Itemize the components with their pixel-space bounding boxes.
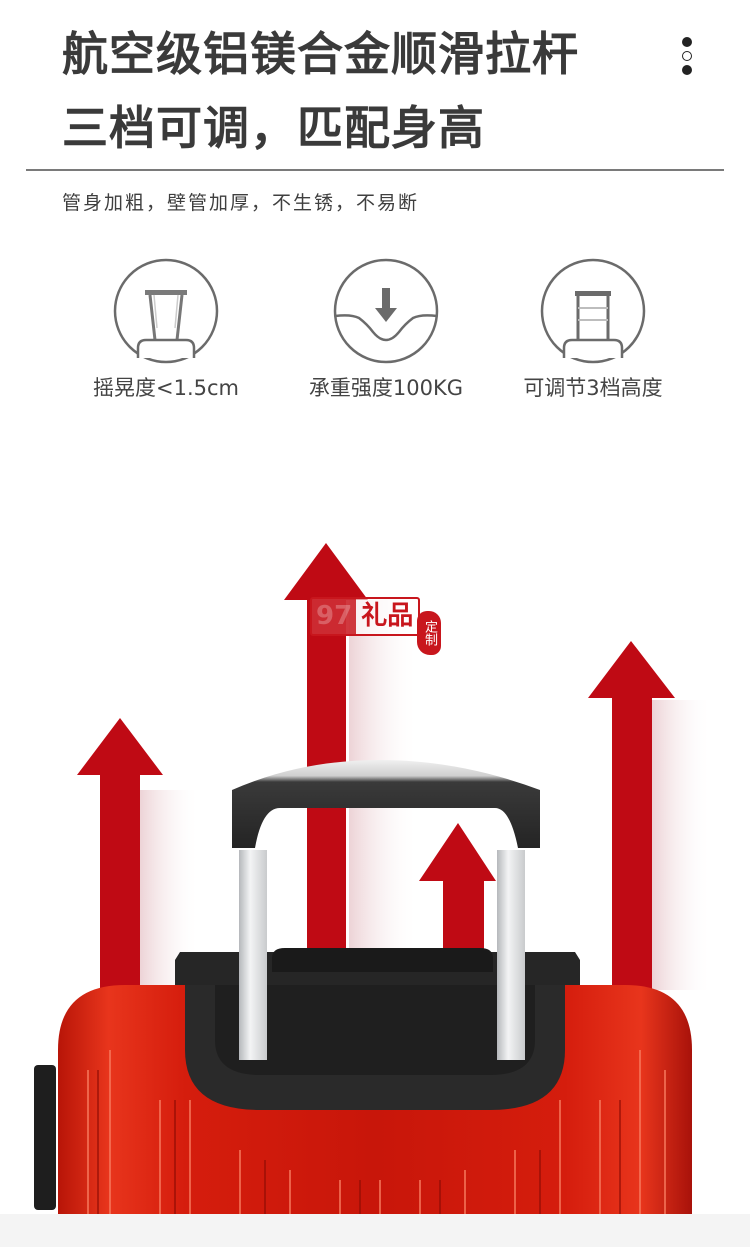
brand-watermark: 97 礼品 [310, 597, 421, 636]
dot-filled [682, 65, 692, 75]
trolley-handle [232, 760, 540, 848]
load-bearing-arrow-icon [333, 258, 439, 364]
combination-lock-icon [34, 1065, 56, 1210]
trolley-handle-wobble-icon [113, 258, 219, 364]
arrow-up-icon [588, 641, 675, 990]
bottom-strip [0, 1214, 750, 1247]
feature-wobble: 摇晃度<1.5cm [66, 258, 266, 402]
custom-seal-stamp: 定制 [417, 611, 441, 655]
feature-label: 承重强度100KG [308, 376, 464, 400]
dot-hollow [682, 51, 692, 61]
feature-label: 可调节3档高度 [523, 376, 663, 400]
feature-label: 摇晃度<1.5cm [93, 376, 239, 400]
three-level-handle-icon [540, 258, 646, 364]
watermark-number: 97 [312, 599, 357, 634]
feature-load-bearing: 承重强度100KG [286, 258, 486, 402]
vertical-dots-icon[interactable] [680, 37, 694, 79]
watermark-text: 礼品 [361, 601, 414, 631]
header-divider [26, 169, 724, 171]
page-title-line-2: 三档可调，匹配身高 [62, 101, 485, 155]
feature-adjustable: 可调节3档高度 [493, 258, 693, 402]
page-title-line-1: 航空级铝镁合金顺滑拉杆 [62, 27, 579, 81]
arrow-up-icon [77, 718, 163, 990]
carry-handle [272, 948, 493, 972]
subtitle: 管身加粗，壁管加厚，不生锈，不易断 [62, 192, 420, 214]
dot-filled [682, 37, 692, 47]
product-illustration [34, 543, 712, 1214]
